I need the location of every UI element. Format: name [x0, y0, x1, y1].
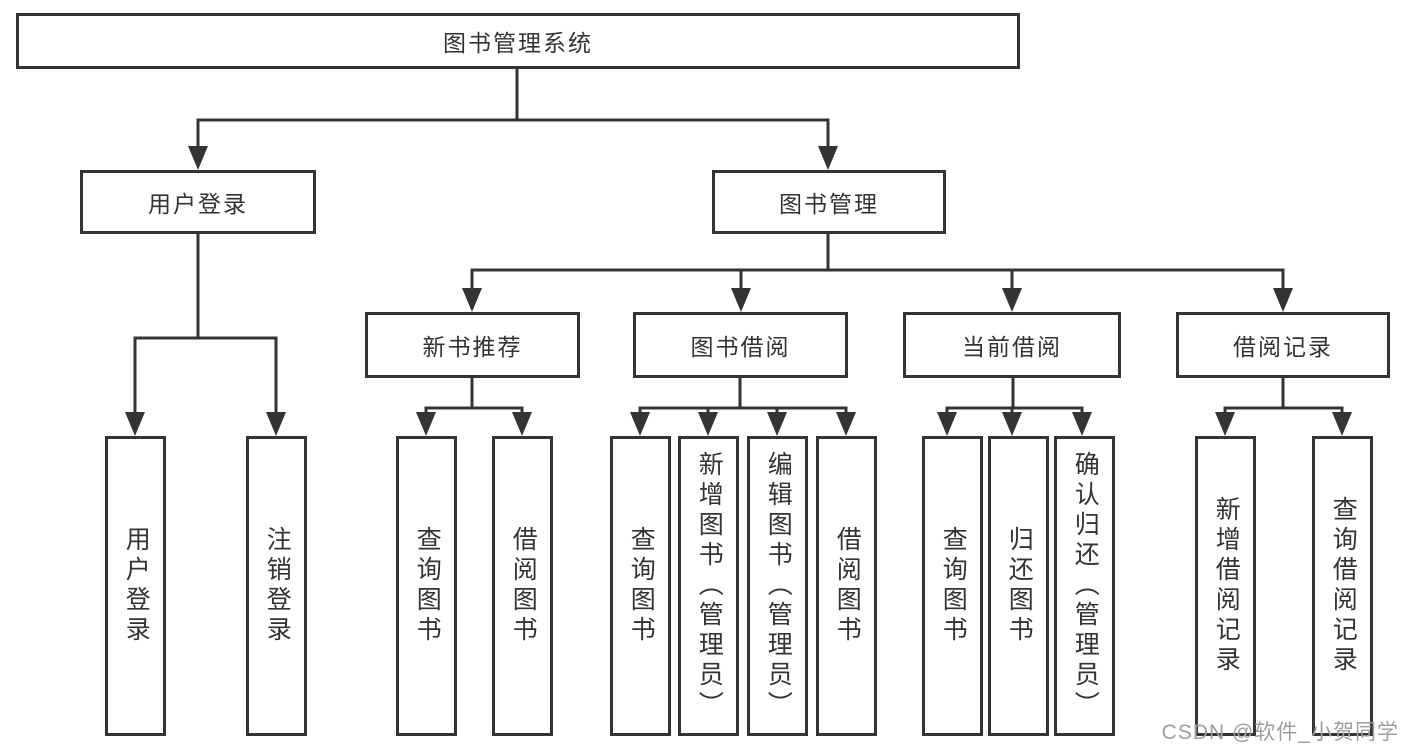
node-book-management: 图书管理 — [712, 170, 946, 234]
node-label: 归还图书 — [1005, 526, 1034, 646]
node-current-borrowing: 当前借阅 — [903, 312, 1121, 378]
node-label: 新书推荐 — [422, 334, 523, 360]
node-label: 编辑图书（管理员） — [764, 451, 793, 721]
leaf-add-borrow-record: 新增借阅记录 — [1195, 436, 1256, 736]
node-label: 查询借阅记录 — [1329, 496, 1358, 676]
node-label: 图书借阅 — [690, 334, 791, 360]
node-book-borrowing: 图书借阅 — [633, 312, 848, 378]
node-label: 新增图书（管理员） — [695, 451, 724, 721]
node-label: 借阅记录 — [1233, 334, 1333, 360]
leaf-confirm-return-admin: 确认归还（管理员） — [1054, 436, 1115, 736]
leaf-query-books-current: 查询图书 — [922, 436, 983, 736]
leaf-borrow-books: 借阅图书 — [816, 436, 877, 736]
leaf-borrow-books-recommend: 借阅图书 — [492, 436, 553, 736]
node-label: 用户登录 — [122, 526, 151, 646]
leaf-query-books-borrowing: 查询图书 — [610, 436, 671, 736]
node-label: 查询图书 — [627, 526, 656, 646]
node-label: 用户登录 — [148, 191, 248, 217]
leaf-logout: 注销登录 — [246, 436, 307, 736]
node-label: 查询图书 — [939, 526, 968, 646]
leaf-query-books-recommend: 查询图书 — [396, 436, 457, 736]
node-label: 图书管理系统 — [443, 30, 593, 56]
leaf-return-books: 归还图书 — [988, 436, 1049, 736]
node-new-book-recommend: 新书推荐 — [365, 312, 580, 378]
leaf-add-books-admin: 新增图书（管理员） — [678, 436, 739, 736]
node-label: 图书管理 — [779, 191, 879, 217]
node-library-system: 图书管理系统 — [16, 13, 1020, 69]
node-label: 当前借阅 — [962, 334, 1062, 360]
node-label: 查询图书 — [413, 526, 442, 646]
leaf-user-login: 用户登录 — [105, 436, 166, 736]
node-label: 新增借阅记录 — [1212, 496, 1241, 676]
leaf-edit-books-admin: 编辑图书（管理员） — [747, 436, 808, 736]
node-label: 借阅图书 — [833, 526, 862, 646]
leaf-query-borrow-record: 查询借阅记录 — [1312, 436, 1373, 736]
node-label: 注销登录 — [263, 526, 292, 646]
node-label: 确认归还（管理员） — [1071, 451, 1100, 721]
node-label: 借阅图书 — [509, 526, 538, 646]
node-user-login: 用户登录 — [80, 170, 316, 234]
node-borrowing-records: 借阅记录 — [1176, 312, 1390, 378]
csdn-watermark: CSDN @软件_小贺同学 — [1161, 721, 1399, 744]
